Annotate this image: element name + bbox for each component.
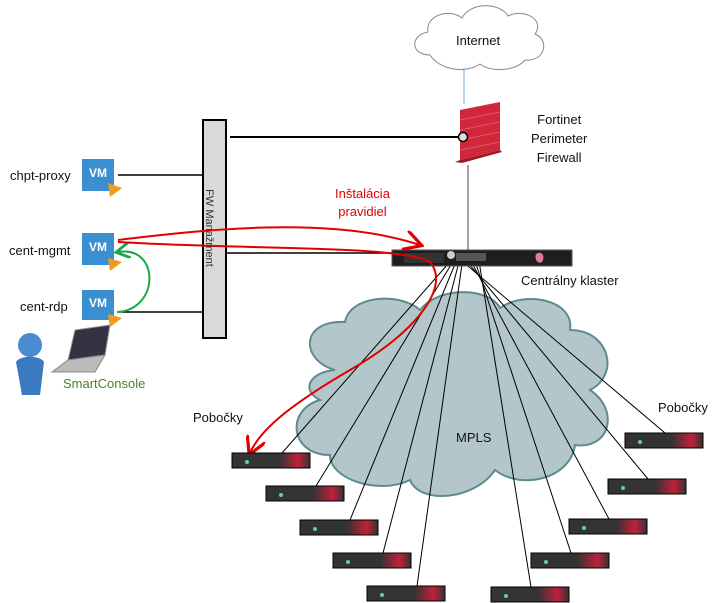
status-led-icon: [380, 593, 384, 597]
vm-icon[interactable]: [82, 290, 122, 327]
branch-link: [465, 263, 666, 434]
branch-firewall-device[interactable]: [299, 519, 379, 536]
branches-left-label: Pobočky: [193, 410, 243, 425]
branch-link: [382, 263, 459, 554]
status-led-icon: [346, 560, 350, 564]
status-led-icon: [638, 440, 642, 444]
status-led-icon: [621, 486, 625, 490]
branch-links: [281, 263, 666, 588]
status-led-icon: [582, 526, 586, 530]
status-led-icon: [279, 493, 283, 497]
vm-label: chpt-proxy: [10, 168, 71, 183]
install-arrow-branch: [117, 241, 437, 453]
vm-badge: VM: [89, 166, 107, 180]
smartconsole-label: SmartConsole: [63, 376, 146, 391]
branch-firewall-device[interactable]: [490, 586, 570, 603]
branch-firewall-device[interactable]: [366, 585, 446, 602]
vm-label: cent-mgmt: [9, 243, 71, 258]
fw-management-label: FW Manažment: [202, 189, 215, 267]
internet-cloud: [414, 5, 545, 71]
branch-firewall-device[interactable]: [530, 552, 610, 569]
internet-label: Internet: [456, 33, 501, 48]
branch-link: [416, 263, 463, 587]
branch-firewall-device[interactable]: [568, 518, 648, 535]
mpls-label: MPLS: [456, 430, 492, 445]
mpls-cloud: [295, 291, 609, 497]
branch-link: [479, 263, 532, 588]
vm-badge: VM: [89, 296, 107, 310]
firewall-label-line: Firewall: [536, 150, 582, 165]
branches-right-label: Pobočky: [658, 400, 708, 415]
branch-firewall-device[interactable]: [231, 452, 311, 469]
branch-firewall-device[interactable]: [332, 552, 412, 569]
install-label: Inštalácia pravidiel: [335, 185, 390, 221]
branch-link: [349, 263, 456, 521]
laptop-icon: [50, 324, 111, 373]
branch-firewall-device[interactable]: [607, 478, 687, 495]
branch-firewall-device[interactable]: [624, 432, 704, 449]
firewall-label: Fortinet Perimeter Firewall: [531, 110, 587, 167]
status-led-icon: [544, 560, 548, 564]
status-led-icon: [504, 594, 508, 598]
status-led-icon: [313, 527, 317, 531]
install-label-line: Inštalácia: [335, 186, 390, 201]
branch-link: [468, 263, 649, 480]
vm-icon[interactable]: [82, 159, 122, 197]
branch-link: [281, 263, 449, 454]
vm-icon[interactable]: [82, 233, 122, 271]
install-label-line: pravidiel: [338, 204, 387, 219]
cluster-label: Centrálny klaster: [521, 273, 619, 288]
port-icon: [457, 131, 469, 143]
branch-link: [472, 263, 610, 520]
vm-badge: VM: [89, 240, 107, 254]
firewall-icon: [455, 102, 502, 163]
firewall-label-line: Perimeter: [531, 131, 588, 146]
user-icon: [16, 333, 44, 395]
install-arrow: [117, 226, 420, 245]
firewall-label-line: Fortinet: [537, 112, 582, 127]
central-cluster-device[interactable]: [391, 249, 573, 267]
rdp-arrow: [117, 251, 151, 313]
vm-label: cent-rdp: [20, 299, 68, 314]
branch-firewall-device[interactable]: [265, 485, 345, 502]
status-led-icon: [245, 460, 249, 464]
branch-link: [475, 263, 572, 554]
